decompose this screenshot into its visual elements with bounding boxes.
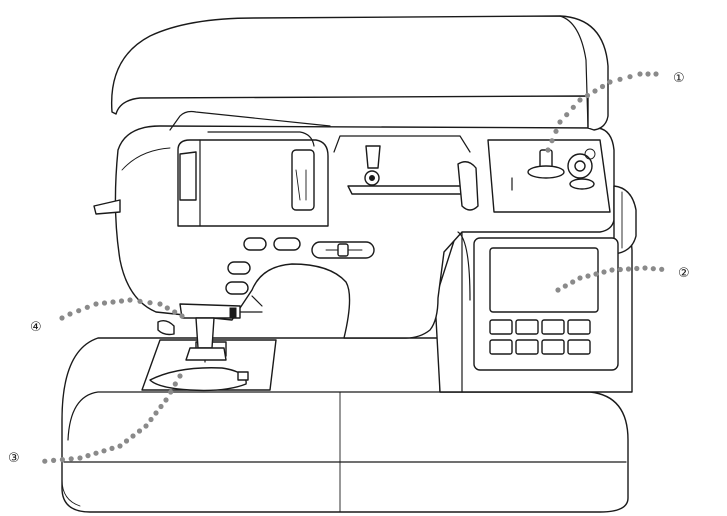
hand-wheel <box>613 185 637 255</box>
leader-2-dot <box>659 266 665 272</box>
leader-1-dot <box>637 71 643 77</box>
leader-line-2 <box>555 265 665 293</box>
leader-1-dot <box>592 88 598 94</box>
leader-4-dot <box>110 299 116 305</box>
leader-3-dot <box>68 456 74 462</box>
leader-4-dot <box>76 308 82 314</box>
leader-1-dot <box>653 71 659 77</box>
leader-3-dot <box>42 458 48 464</box>
leader-2-dot <box>585 273 591 279</box>
leader-3-dot <box>93 450 99 456</box>
leader-1-dot <box>627 74 633 80</box>
callout-2-label: ② <box>678 266 690 281</box>
leader-4-dot <box>147 300 153 306</box>
leader-2-dot <box>609 267 615 273</box>
leader-3-dot <box>143 423 149 429</box>
callout-1-label: ① <box>673 71 685 86</box>
leader-2-dot <box>593 271 599 277</box>
leader-2-dot <box>650 266 656 272</box>
leader-2-dot <box>625 266 632 272</box>
callout-4-label: ④ <box>30 320 42 335</box>
bobbin-winder <box>511 148 596 191</box>
leader-3-dot <box>123 438 130 444</box>
leader-1-dot <box>599 83 606 90</box>
leader-1-dot <box>607 79 613 85</box>
leader-line-3 <box>42 373 183 464</box>
leader-1-dot <box>553 128 559 134</box>
leader-line-1 <box>545 71 659 153</box>
leader-4-dot <box>172 309 178 315</box>
leader-3-dot <box>101 448 107 454</box>
leader-3-dot <box>148 416 154 423</box>
leader-4-dot <box>157 301 163 307</box>
leader-3-dot <box>109 445 115 451</box>
leader-4-dot <box>67 311 73 317</box>
leader-3-dot <box>77 455 83 461</box>
lcd-panel <box>473 237 619 371</box>
leader-4-dot <box>137 298 143 304</box>
leader-3-dot <box>177 373 183 379</box>
leader-3-dot <box>130 433 136 439</box>
leader-4-dot <box>101 300 108 306</box>
leader-line-4 <box>59 297 185 321</box>
leader-3-dot <box>85 453 91 459</box>
leader-4-dot <box>127 297 133 303</box>
leader-1-dot <box>545 147 551 153</box>
leader-3-dot <box>153 410 159 416</box>
leader-4-dot <box>93 301 99 307</box>
leader-lines <box>42 71 665 464</box>
leader-4-dot <box>164 305 170 311</box>
leader-1-dot <box>549 138 555 144</box>
leader-3-dot <box>172 381 178 387</box>
thread-guide-left <box>93 199 121 215</box>
leader-2-dot <box>634 265 640 272</box>
leader-1-dot <box>645 71 651 77</box>
leader-2-dot <box>617 266 623 273</box>
leader-3-dot <box>59 457 65 463</box>
leader-4-dot <box>179 313 185 319</box>
leader-3-dot <box>163 397 169 403</box>
leader-2-dot <box>577 275 583 281</box>
leader-1-dot <box>570 104 576 110</box>
leader-2-dot <box>570 279 576 285</box>
leader-1-dot <box>617 76 623 82</box>
thread-area <box>177 131 329 227</box>
leader-1-dot <box>584 92 591 99</box>
top-cover <box>110 15 609 131</box>
leader-1-dot <box>577 97 583 103</box>
leader-1-dot <box>557 119 563 125</box>
leader-3-dot <box>51 457 57 463</box>
leader-2-dot <box>562 283 568 289</box>
leader-4-dot <box>84 304 90 310</box>
leader-4-dot <box>59 315 65 321</box>
leader-1-dot <box>564 112 570 118</box>
leader-3-dot <box>158 403 164 410</box>
leader-2-dot <box>642 265 648 271</box>
leader-3-dot <box>168 389 174 395</box>
leader-3-dot <box>136 428 143 434</box>
presser-foot-assembly <box>157 295 263 363</box>
panel-keys <box>489 319 591 355</box>
leader-2-dot <box>601 269 607 275</box>
leader-2-dot <box>555 287 561 293</box>
operation-buttons <box>225 237 375 295</box>
leader-3-dot <box>117 443 123 449</box>
leader-4-dot <box>118 298 125 304</box>
callout-3-label: ③ <box>8 451 20 466</box>
